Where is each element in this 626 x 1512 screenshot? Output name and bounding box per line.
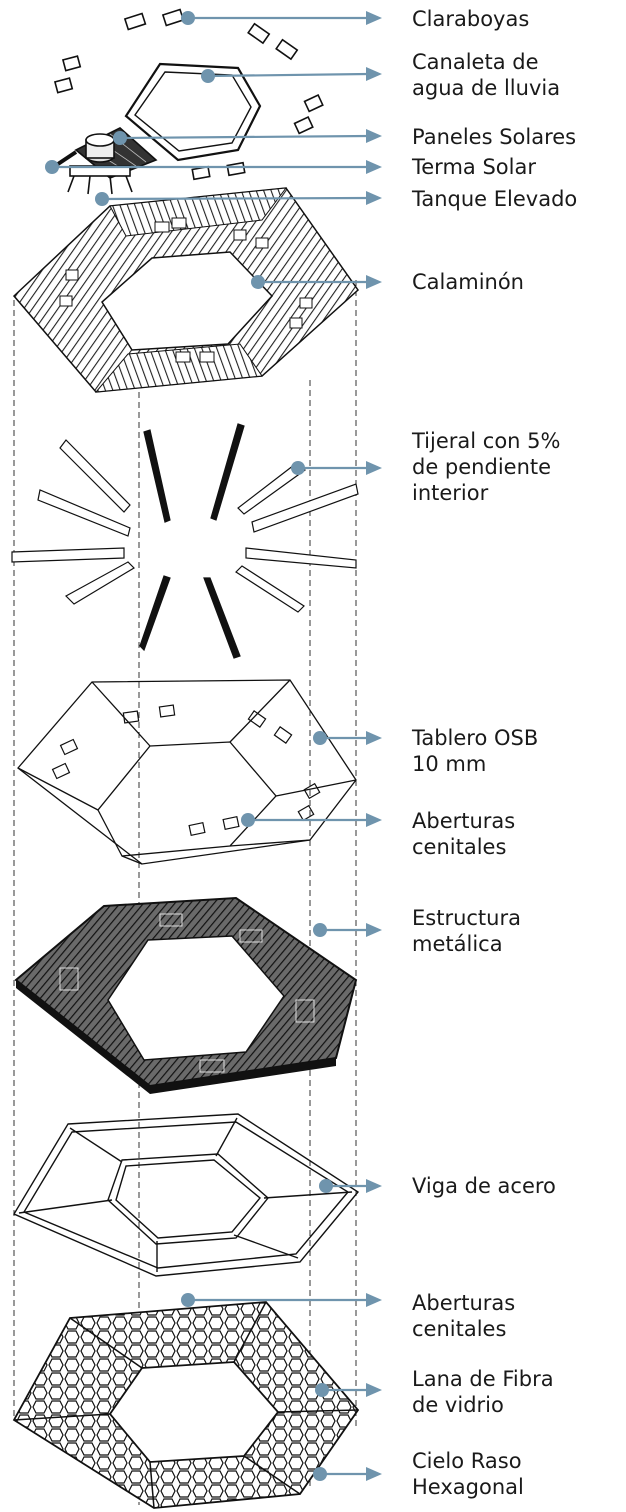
- arrow-head-icon: [366, 67, 382, 81]
- leader-dot: [291, 461, 305, 475]
- label-line: cenitales: [412, 835, 507, 859]
- label-estructura-metalica: Estructura metálica: [412, 905, 521, 957]
- arrow-head-icon: [366, 275, 382, 289]
- label-line: Tanque Elevado: [412, 187, 578, 211]
- label-line: Aberturas: [412, 809, 516, 833]
- leader-line: [101, 196, 369, 201]
- label-line: Aberturas: [412, 1291, 516, 1315]
- label-viga-acero: Viga de acero: [412, 1173, 556, 1199]
- label-line: Claraboyas: [412, 7, 530, 31]
- arrow-head-icon: [366, 191, 382, 205]
- viga-acero-layer: [12, 1113, 360, 1277]
- leader-dot: [201, 69, 215, 83]
- leader-dot: [95, 192, 109, 206]
- arrow-head-icon: [366, 160, 382, 174]
- skylight-icon: [53, 8, 324, 181]
- estructura-metalica-layer: [14, 896, 358, 1094]
- label-paneles-solares: Paneles Solares: [412, 124, 576, 150]
- label-line: Viga de acero: [412, 1174, 556, 1198]
- label-line: interior: [412, 481, 489, 505]
- label-line: de vidrio: [412, 1393, 504, 1417]
- frame-opening-icon: [59, 913, 315, 1073]
- label-line: Lana de Fibra: [412, 1367, 554, 1391]
- leader-dot: [181, 1293, 195, 1307]
- leader-lines: [45, 11, 382, 1481]
- leader-dot: [113, 131, 127, 145]
- label-tijeral: Tijeral con 5% de pendiente interior: [412, 428, 560, 506]
- label-cielo-raso: Cielo Raso Hexagonal: [412, 1448, 524, 1500]
- label-line: Estructura: [412, 906, 521, 930]
- label-tablero-osb: Tablero OSB 10 mm: [412, 725, 538, 777]
- label-line: Tablero OSB: [412, 726, 539, 750]
- leader-dot: [313, 923, 327, 937]
- label-line: 10 mm: [412, 752, 487, 776]
- arrow-head-icon: [366, 731, 382, 745]
- cielo-raso-layer: [12, 1301, 360, 1509]
- leader-dot: [241, 813, 255, 827]
- label-terma-solar: Terma Solar: [412, 154, 536, 180]
- top-equipment-layer: [50, 8, 324, 195]
- label-line: Hexagonal: [412, 1475, 524, 1499]
- arrow-head-icon: [366, 1467, 382, 1481]
- leader-dot: [251, 275, 265, 289]
- leader-line: [119, 134, 369, 140]
- arrow-head-icon: [366, 461, 382, 475]
- leader-dot: [181, 11, 195, 25]
- label-aberturas-cenitales-2: Aberturas cenitales: [412, 1290, 515, 1342]
- label-line: metálica: [412, 932, 503, 956]
- calaminon-layer: [12, 187, 359, 393]
- label-tanque-elevado: Tanque Elevado: [412, 186, 577, 212]
- leader-dot: [319, 1179, 333, 1193]
- label-line: Terma Solar: [412, 155, 536, 179]
- label-line: cenitales: [412, 1317, 507, 1341]
- label-line: Paneles Solares: [412, 125, 577, 149]
- arrow-head-icon: [366, 11, 382, 25]
- label-aberturas-cenitales-1: Aberturas cenitales: [412, 808, 515, 860]
- tijeral-layer: [11, 423, 359, 659]
- arrow-head-icon: [366, 1383, 382, 1397]
- leader-dot: [315, 1383, 329, 1397]
- leader-dot: [313, 731, 327, 745]
- leader-dot: [313, 1467, 327, 1481]
- label-canaleta: Canaleta de agua de lluvia: [412, 49, 560, 101]
- arrow-head-icon: [366, 129, 382, 143]
- leader-line: [207, 72, 369, 78]
- arrow-head-icon: [366, 923, 382, 937]
- arrow-head-icon: [366, 1179, 382, 1193]
- rain-gutter-icon: [124, 62, 262, 162]
- label-lana-fibra-vidrio: Lana de Fibra de vidrio: [412, 1366, 554, 1418]
- label-line: Calaminón: [412, 270, 524, 294]
- leader-dot: [45, 160, 59, 174]
- label-line: de pendiente: [412, 455, 552, 479]
- tablero-osb-layer: [17, 679, 357, 865]
- label-line: Cielo Raso: [412, 1449, 522, 1473]
- label-calaminon: Calaminón: [412, 269, 524, 295]
- roof-opening-icon: [59, 217, 313, 363]
- guide-lines: [13, 280, 357, 1505]
- label-line: agua de lluvia: [412, 76, 561, 100]
- label-claraboyas: Claraboyas: [412, 6, 529, 32]
- arrow-head-icon: [366, 813, 382, 827]
- arrow-head-icon: [366, 1293, 382, 1307]
- osb-opening-icon: [51, 704, 321, 837]
- label-line: Tijeral con 5%: [412, 429, 561, 453]
- label-line: Canaleta de: [412, 50, 539, 74]
